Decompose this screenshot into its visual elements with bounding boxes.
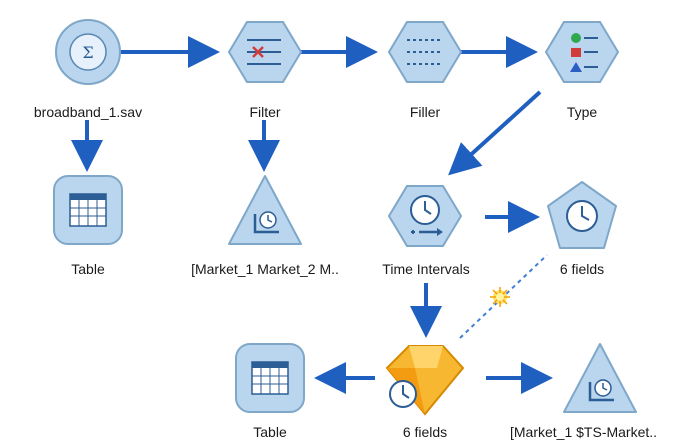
node-table-1-label: Table — [71, 261, 105, 277]
node-model[interactable] — [385, 338, 465, 418]
node-filler[interactable] — [385, 12, 465, 92]
clock-icon — [547, 181, 617, 249]
node-filter[interactable] — [225, 12, 305, 92]
node-table-2-label: Table — [253, 424, 287, 440]
node-timeplot-2-label: [Market_1 $TS-Market.. — [510, 424, 658, 440]
node-source-label: broadband_1.sav — [33, 104, 143, 120]
time-intervals-icon — [387, 185, 463, 247]
link-type-timeintervals — [448, 90, 542, 176]
node-table-2[interactable] — [230, 338, 310, 418]
node-timeplot-1[interactable] — [225, 170, 305, 250]
node-timeplot-2[interactable] — [560, 338, 640, 418]
node-table-1[interactable] — [48, 170, 128, 250]
node-time-intervals[interactable] — [385, 176, 465, 256]
node-type[interactable] — [542, 12, 622, 92]
table-icon — [53, 175, 123, 245]
node-fields-top[interactable] — [542, 176, 622, 256]
node-source[interactable]: Σ — [48, 12, 128, 92]
node-filler-label: Filler — [409, 104, 441, 120]
node-fields-top-label: 6 fields — [559, 261, 605, 277]
filter-icon — [227, 21, 303, 83]
time-series-model-nugget-icon — [385, 345, 465, 416]
node-model-label: 6 fields — [402, 424, 448, 440]
node-timeplot-1-label: [Market_1 Market_2 M.. — [191, 261, 339, 277]
node-time-intervals-label: Time Intervals — [382, 261, 470, 277]
type-icon — [544, 21, 620, 83]
spss-file-icon: Σ — [55, 19, 121, 85]
filler-icon — [387, 21, 463, 83]
node-filter-label: Filter — [249, 104, 281, 120]
spark-icon — [490, 287, 510, 307]
time-plot-icon — [228, 175, 302, 245]
table-icon — [235, 343, 305, 413]
svg-text:Σ: Σ — [82, 43, 93, 62]
node-type-label: Type — [566, 104, 598, 120]
time-plot-icon — [563, 343, 637, 413]
